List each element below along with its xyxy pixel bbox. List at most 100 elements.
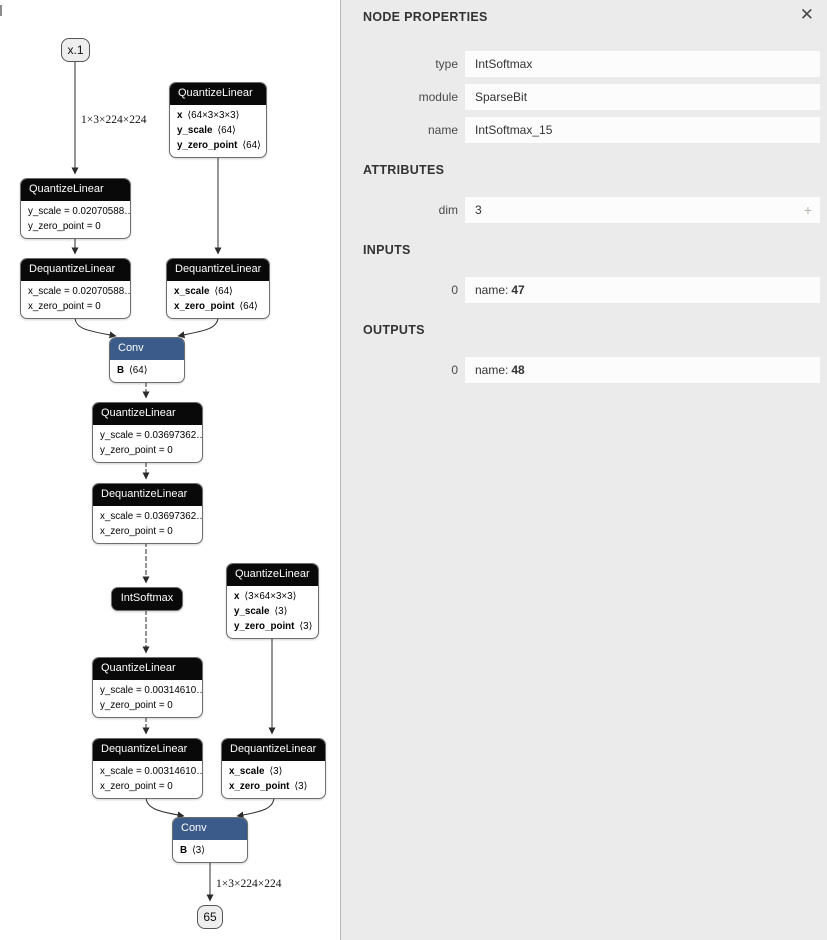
section-header-inputs: INPUTS (363, 243, 411, 257)
node-title: QuantizeLinear (93, 403, 202, 425)
edge-weight2-dequantize-to-conv2 (236, 796, 275, 819)
node-dql_a1[interactable]: DequantizeLinear x_scale = 0.02070588… x_z… (20, 258, 131, 319)
attribute-value-dim[interactable]: 3 + (465, 197, 820, 223)
edge-shape-label: 1×3×224×224 (81, 114, 147, 126)
attribute-expand-icon[interactable]: + (803, 202, 812, 218)
edge-shape-label: 1×3×224×224 (216, 878, 282, 890)
node-attr-row: x_scale ⟨64⟩ (174, 286, 233, 297)
node-attr-row: x_zero_point = 0 (28, 301, 101, 312)
node-title: IntSoftmax (112, 588, 182, 610)
node-attr-row: y_scale = 0.02070588… (28, 206, 131, 217)
node-body: y_scale = 0.02070588… y_zero_point = 0 (21, 201, 130, 238)
close-icon[interactable]: ✕ (799, 5, 814, 24)
toolbar-edge-sliver (0, 5, 2, 16)
node-title: QuantizeLinear (93, 658, 202, 680)
node-properties-panel: NODE PROPERTIES ✕ type IntSoftmax module… (340, 0, 827, 940)
node-title: QuantizeLinear (21, 179, 130, 201)
node-attr-row: x_zero_point = 0 (100, 781, 173, 792)
field-label-module: module (418, 90, 458, 104)
node-attr-row: y_scale ⟨64⟩ (177, 125, 236, 136)
node-attr-row: x_scale = 0.03697362… (100, 511, 203, 522)
input-value-0[interactable]: name:47 (465, 277, 820, 303)
panel-title: NODE PROPERTIES (363, 10, 488, 24)
output-name-label: name: (475, 363, 509, 377)
node-body: x_scale = 0.00314610…x_zero_point = 0 (93, 761, 202, 798)
node-title: DequantizeLinear (93, 484, 202, 506)
edge-weight1-dequantize-to-conv (177, 316, 219, 339)
node-ql_a2[interactable]: QuantizeLinear y_scale = 0.03697362… y_zer… (92, 402, 203, 463)
node-body: y_scale = 0.00314610…y_zero_point = 0 (93, 680, 202, 717)
node-intsoftmax[interactable]: IntSoftmax (111, 587, 183, 611)
node-attr-row: y_zero_point = 0 (100, 445, 173, 456)
section-header-outputs: OUTPUTS (363, 323, 425, 337)
input-row-0: 0 name:47 (341, 277, 827, 303)
node-attr-row: x ⟨64×3×3×3⟩ (177, 110, 240, 121)
graph-output-node[interactable]: 65 (197, 905, 223, 929)
node-title: DequantizeLinear (21, 259, 130, 281)
input-node-label: x.1 (67, 43, 84, 57)
field-label-name: name (427, 123, 458, 137)
node-body: x_scale ⟨64⟩ x_zero_point ⟨64⟩ (167, 281, 269, 318)
section-header-attributes: ATTRIBUTES (363, 163, 445, 177)
node-ql_a1[interactable]: QuantizeLinear y_scale = 0.02070588… y_zer… (20, 178, 131, 239)
node-body: x_scale = 0.03697362… x_zero_point = 0 (93, 506, 202, 543)
node-attr-row: y_zero_point ⟨64⟩ (177, 140, 261, 151)
node-body: y_scale = 0.03697362… y_zero_point = 0 (93, 425, 202, 462)
node-conv2[interactable]: Conv B ⟨3⟩ (172, 817, 248, 863)
attribute-row-dim: dim 3 + (341, 197, 827, 223)
input-name-label: name: (475, 283, 509, 297)
input-name-value: 47 (511, 283, 525, 297)
node-title: Conv (173, 818, 247, 840)
node-body: x_scale = 0.02070588… x_zero_point = 0 (21, 281, 130, 318)
graph-input-node[interactable]: x.1 (61, 38, 90, 62)
node-attr-row: y_scale = 0.00314610… (100, 685, 203, 696)
node-title: QuantizeLinear (227, 564, 318, 586)
input-index-label: 0 (451, 283, 458, 297)
edge-act1-dequantize-to-conv (74, 316, 117, 339)
field-label-type: type (435, 57, 458, 71)
output-value-0[interactable]: name:48 (465, 357, 820, 383)
node-title: DequantizeLinear (93, 739, 202, 761)
node-attr-row: x ⟨3×64×3×3⟩ (234, 591, 297, 602)
output-row-0: 0 name:48 (341, 357, 827, 383)
node-attr-row: B ⟨3⟩ (180, 845, 206, 856)
field-row-module: module SparseBit (341, 84, 827, 110)
node-attr-row: x_zero_point ⟨3⟩ (229, 781, 308, 792)
node-attr-row: y_zero_point ⟨3⟩ (234, 621, 313, 632)
node-body: x ⟨64×3×3×3⟩ y_scale ⟨64⟩ y_zero_point ⟨64… (170, 105, 266, 157)
output-name-value: 48 (511, 363, 525, 377)
node-body: x ⟨3×64×3×3⟩y_scale ⟨3⟩y_zero_point ⟨3⟩ (227, 586, 318, 638)
node-title: QuantizeLinear (170, 83, 266, 105)
node-dql_w1[interactable]: DequantizeLinear x_scale ⟨64⟩ x_zero_point… (166, 258, 270, 319)
node-body: x_scale ⟨3⟩ x_zero_point ⟨3⟩ (222, 761, 325, 798)
graph-canvas[interactable]: 1×3×224×224 1×3×224×224 x.1 QuantizeLine… (0, 0, 340, 940)
node-attr-row: x_zero_point ⟨64⟩ (174, 301, 258, 312)
node-body: B ⟨3⟩ (173, 840, 247, 862)
node-attr-row: x_scale = 0.02070588… (28, 286, 131, 297)
node-title: Conv (110, 338, 184, 360)
node-body: B ⟨64⟩ (110, 360, 184, 382)
graph-edges: 1×3×224×224 1×3×224×224 (71, 62, 282, 902)
field-value-name[interactable]: IntSoftmax_15 (465, 117, 820, 143)
output-node-label: 65 (203, 910, 217, 924)
node-attr-row: y_zero_point = 0 (28, 221, 101, 232)
node-dql_a2[interactable]: DequantizeLinear x_scale = 0.03697362… x_z… (92, 483, 203, 544)
node-title: DequantizeLinear (222, 739, 325, 761)
node-attr-row: y_scale = 0.03697362… (100, 430, 203, 441)
node-ql_w1[interactable]: QuantizeLinear x ⟨64×3×3×3⟩ y_scale ⟨64⟩ y_… (169, 82, 267, 158)
node-attr-row: B ⟨64⟩ (117, 365, 148, 376)
field-row-name: name IntSoftmax_15 (341, 117, 827, 143)
field-value-type[interactable]: IntSoftmax (465, 51, 820, 77)
edge-act3-dequantize-to-conv2 (145, 796, 185, 819)
node-conv1[interactable]: Conv B ⟨64⟩ (109, 337, 185, 383)
node-attr-row: x_scale ⟨3⟩ (229, 766, 283, 777)
attribute-dim-value-text: 3 (475, 203, 482, 217)
attribute-label-dim: dim (438, 203, 458, 217)
node-title: DequantizeLinear (167, 259, 269, 281)
node-attr-row: x_zero_point = 0 (100, 526, 173, 537)
node-dql_w2[interactable]: DequantizeLinear x_scale ⟨3⟩ x_zero_point … (221, 738, 326, 799)
field-value-module[interactable]: SparseBit (465, 84, 820, 110)
